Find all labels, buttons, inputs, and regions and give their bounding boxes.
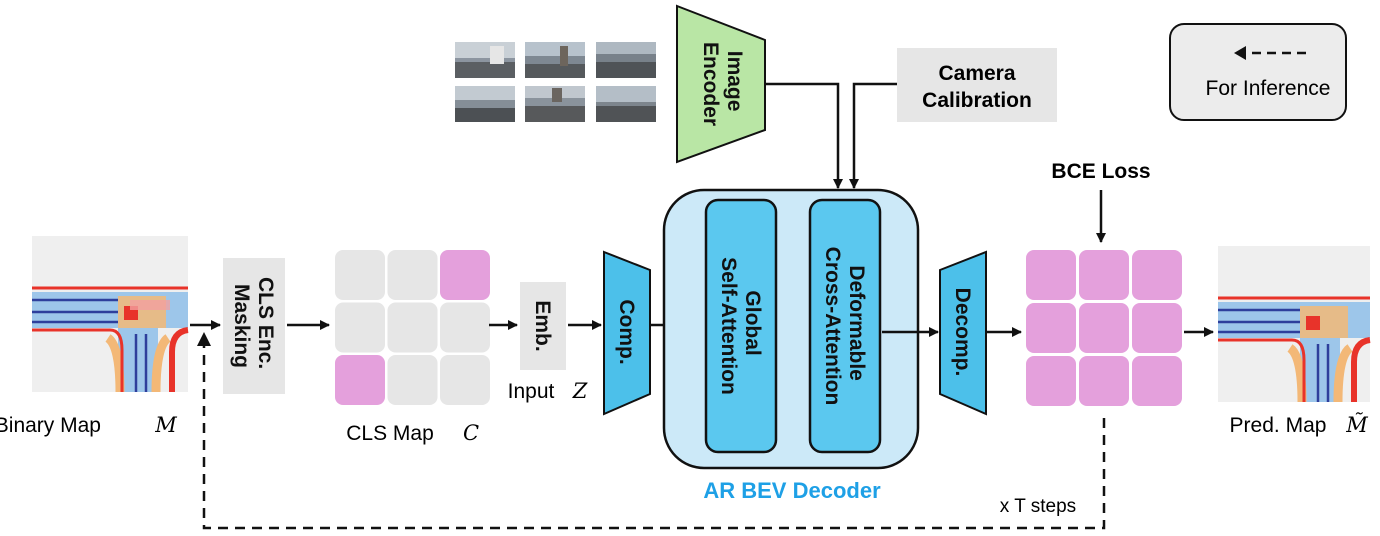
binary-map-caption: Binary Map xyxy=(0,414,101,437)
input-caption: Input xyxy=(508,380,555,403)
emb-label: Emb. xyxy=(531,300,554,351)
cls-map-cell xyxy=(440,355,490,405)
pred-map-cell xyxy=(1079,303,1129,353)
pred-map-cell xyxy=(1079,250,1129,300)
camera-thumb-4 xyxy=(455,86,515,122)
decomp-block: Decomp. xyxy=(939,250,987,416)
cls-enc-label: CLS Enc. Masking xyxy=(230,277,277,375)
decomp-label: Decomp. xyxy=(951,288,974,377)
cls-map-cell xyxy=(335,355,385,405)
cls-map-cell xyxy=(387,250,438,300)
embedding-block: Emb. xyxy=(520,282,566,370)
binary-map-image xyxy=(32,236,189,393)
cls-map-grid xyxy=(335,250,490,405)
pred-map-cell xyxy=(1132,303,1182,353)
cls-map-caption: CLS Map xyxy=(346,422,434,445)
global-self-attention: Global Self-Attention xyxy=(704,198,778,454)
deformable-cross-attention: Deformable Cross-Attention xyxy=(808,198,882,454)
camera-thumb-2 xyxy=(525,42,585,78)
comp-block: Comp. xyxy=(603,250,651,416)
legend-label: For Inference xyxy=(1206,77,1331,100)
cls-map-cell xyxy=(335,302,385,353)
image-encoder: Image Encoder xyxy=(676,4,766,164)
cls-map-cell xyxy=(440,302,490,353)
image-encoder-label: Image Encoder xyxy=(699,42,746,126)
deformable-attention-label: Deformable Cross-Attention xyxy=(821,247,868,406)
input-symbol: Z xyxy=(572,379,588,403)
camera-images xyxy=(455,42,656,122)
comp-label: Comp. xyxy=(615,299,638,364)
legend-arrowhead xyxy=(1234,46,1246,60)
camera-calibration-line1: Camera xyxy=(938,62,1015,85)
top-connectors xyxy=(765,82,897,189)
camera-calibration-line2: Calibration xyxy=(922,89,1032,112)
cls-map-cell xyxy=(335,250,385,300)
camera-thumb-5 xyxy=(525,86,585,122)
prediction-grid xyxy=(1026,250,1182,406)
cls-map-cell xyxy=(387,355,438,405)
cls-map-cell xyxy=(440,250,490,300)
camera-thumb-1 xyxy=(455,42,515,78)
binary-map-symbol: M xyxy=(154,413,177,437)
pred-map-cell xyxy=(1132,356,1182,406)
pred-map-cell xyxy=(1026,250,1076,300)
camera-thumb-3 xyxy=(596,42,656,78)
ar-bev-decoder: Global Self-Attention Deformable Cross-A… xyxy=(662,188,920,470)
pred-map-symbol: M̃ xyxy=(1345,413,1368,437)
global-attention-label: Global Self-Attention xyxy=(717,257,764,395)
bce-loss-label: BCE Loss xyxy=(1051,160,1150,183)
cls-map-symbol: C xyxy=(463,421,479,445)
camera-thumb-6 xyxy=(596,86,656,122)
pred-map-cell xyxy=(1026,356,1076,406)
legend: For Inference xyxy=(1169,23,1347,121)
cls-enc-masking: CLS Enc. Masking xyxy=(223,258,285,394)
steps-label: x T steps xyxy=(1000,496,1076,517)
camera-calibration: Camera Calibration xyxy=(897,48,1057,122)
pred-map-caption: Pred. Map xyxy=(1230,414,1327,437)
feedback-loop xyxy=(197,332,1106,530)
decoder-label: AR BEV Decoder xyxy=(703,478,881,503)
pred-map-cell xyxy=(1132,250,1182,300)
pred-map-cell xyxy=(1079,356,1129,406)
cls-map-cell xyxy=(387,302,438,353)
pred-map-cell xyxy=(1026,303,1076,353)
pred-map-image xyxy=(1218,246,1371,403)
